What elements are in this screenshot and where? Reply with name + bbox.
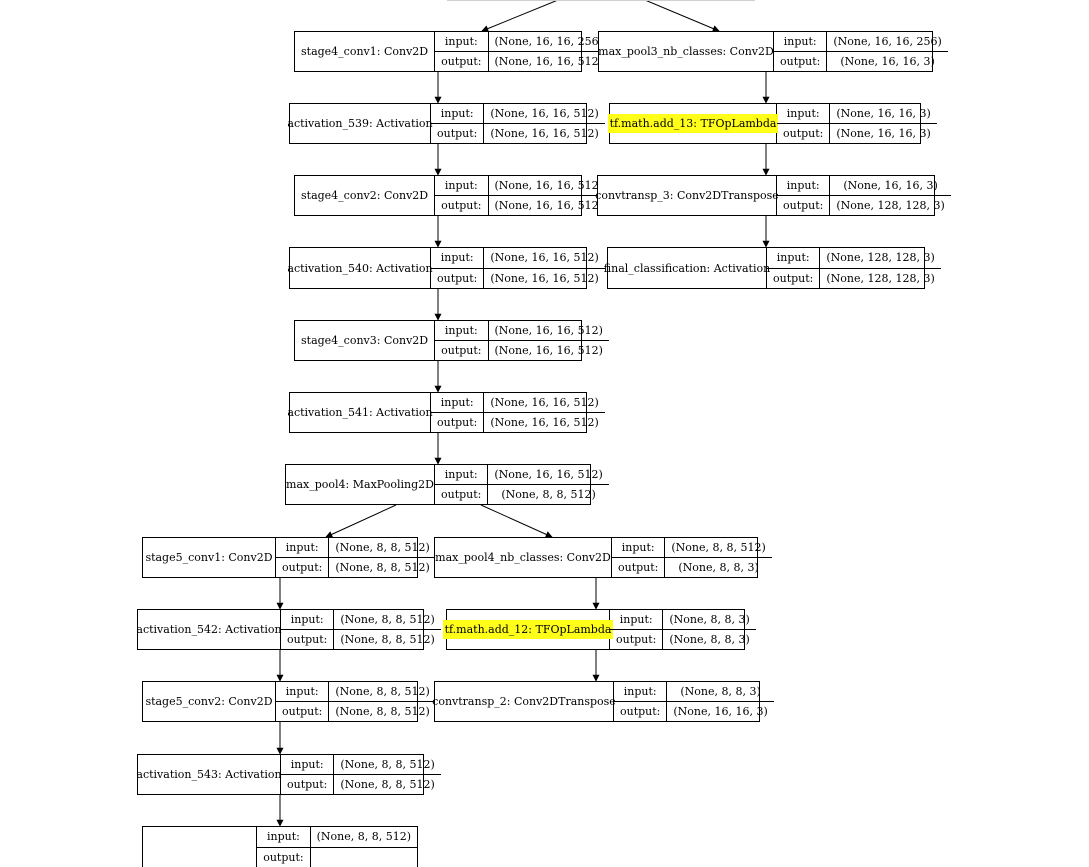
node-tf-math-add-12[interactable]: tf.math.add_12: TFOpLambda input:output:…: [442, 609, 756, 650]
node-max-pool3-nb-classes[interactable]: max_pool3_nb_classes: Conv2D input:outpu…: [598, 31, 948, 72]
shapes: (None, 128, 128, 3)(None, 128, 128, 3): [820, 248, 941, 288]
top-edge-line: [447, 0, 755, 1]
shapes: (None, 8, 8, 512)(None, 8, 8, 512): [334, 755, 441, 794]
shapes: (None, 8, 8, 3)(None, 16, 16, 3): [667, 682, 774, 721]
node-name: stage5_conv1: Conv2D: [143, 538, 276, 577]
node-stage5-conv2[interactable]: stage5_conv2: Conv2D input:output: (None…: [142, 681, 436, 722]
io-labels: input:output:: [435, 465, 489, 504]
node-name: max_pool3_nb_classes: Conv2D: [598, 32, 774, 71]
shapes: (None, 16, 16, 512)(None, 16, 16, 512): [488, 176, 609, 215]
node-name: activation_540: Activation: [287, 248, 433, 288]
node-name: tf.math.add_13: TFOpLambda: [607, 104, 779, 143]
io-labels: input:output:: [431, 104, 485, 143]
io-labels: input:output:: [435, 176, 489, 215]
shapes: (None, 16, 16, 512)(None, 16, 16, 512): [484, 104, 605, 143]
io-labels: input:output:: [777, 104, 831, 143]
node-name: [143, 827, 258, 867]
node-name: convtransp_2: Conv2DTranspose: [432, 682, 616, 721]
node-stage4-conv1[interactable]: stage4_conv1: Conv2D input:output: (None…: [294, 31, 609, 72]
node-name: final_classification: Activation: [604, 248, 770, 288]
shapes: (None, 16, 16, 256)(None, 16, 16, 3): [827, 32, 948, 71]
shapes: (None, 16, 16, 512)(None, 16, 16, 512): [488, 321, 609, 360]
shapes: (None, 8, 8, 512)(None, 8, 8, 512): [334, 610, 441, 649]
node-stage5-conv3-partial[interactable]: input:output: (None, 8, 8, 512): [142, 826, 418, 867]
io-labels: input:output:: [257, 827, 311, 867]
node-convtransp-3[interactable]: convtransp_3: Conv2DTranspose input:outp…: [595, 175, 951, 216]
shapes: (None, 16, 16, 256)(None, 16, 16, 512): [488, 32, 609, 71]
io-labels: input:output:: [767, 248, 821, 288]
node-name: stage4_conv3: Conv2D: [295, 321, 436, 360]
node-activation-540[interactable]: activation_540: Activation input:output:…: [287, 247, 605, 289]
node-activation-543[interactable]: activation_543: Activation input:output:…: [136, 754, 441, 795]
io-labels: input:output:: [774, 32, 828, 71]
node-name: tf.math.add_12: TFOpLambda: [442, 610, 614, 649]
shapes: (None, 8, 8, 512)(None, 8, 8, 3): [665, 538, 772, 577]
shapes: (None, 16, 16, 512)(None, 16, 16, 512): [484, 248, 605, 288]
shapes: (None, 8, 8, 512)(None, 8, 8, 512): [329, 682, 436, 721]
io-labels: input:output:: [281, 755, 335, 794]
io-labels: input:output:: [276, 682, 330, 721]
node-name: convtransp_3: Conv2DTranspose: [595, 176, 779, 215]
shapes: (None, 16, 16, 512)(None, 16, 16, 512): [484, 393, 605, 432]
node-name: max_pool4: MaxPooling2D: [286, 465, 435, 504]
node-name: activation_539: Activation: [287, 104, 433, 143]
io-labels: input:output:: [435, 321, 489, 360]
edge-to-stage4-conv1: [481, 0, 559, 32]
node-name: stage4_conv2: Conv2D: [295, 176, 436, 215]
node-activation-539[interactable]: activation_539: Activation input:output:…: [287, 103, 605, 144]
node-max-pool4-nb-classes[interactable]: max_pool4_nb_classes: Conv2D input:outpu…: [434, 537, 772, 578]
edge-max-pool4-max-pool4-nb-classes: [480, 504, 553, 538]
node-name: activation_543: Activation: [136, 755, 282, 794]
io-labels: input:output:: [610, 610, 664, 649]
shapes: (None, 16, 16, 512)(None, 8, 8, 512): [488, 465, 609, 504]
io-labels: input:output:: [614, 682, 668, 721]
node-name: activation_542: Activation: [136, 610, 282, 649]
node-name: stage5_conv2: Conv2D: [143, 682, 276, 721]
node-stage4-conv2[interactable]: stage4_conv2: Conv2D input:output: (None…: [294, 175, 609, 216]
node-tf-math-add-13[interactable]: tf.math.add_13: TFOpLambda input:output:…: [607, 103, 937, 144]
node-name: max_pool4_nb_classes: Conv2D: [435, 538, 612, 577]
shapes: (None, 8, 8, 3)(None, 8, 8, 3): [663, 610, 756, 649]
io-labels: input:output:: [612, 538, 666, 577]
io-labels: input:output:: [435, 32, 489, 71]
edge-max-pool4-stage5-conv1: [325, 504, 397, 538]
node-final-classification[interactable]: final_classification: Activation input:o…: [604, 247, 941, 289]
node-name: stage4_conv1: Conv2D: [295, 32, 436, 71]
io-labels: input:output:: [276, 538, 330, 577]
edge-to-max-pool3-nb-classes: [644, 0, 720, 32]
node-name: activation_541: Activation: [287, 393, 433, 432]
io-labels: input:output:: [431, 393, 485, 432]
node-max-pool4[interactable]: max_pool4: MaxPooling2D input:output: (N…: [285, 464, 609, 505]
io-labels: input:output:: [281, 610, 335, 649]
node-activation-541[interactable]: activation_541: Activation input:output:…: [287, 392, 605, 433]
io-labels: input:output:: [431, 248, 485, 288]
node-stage5-conv1[interactable]: stage5_conv1: Conv2D input:output: (None…: [142, 537, 436, 578]
shapes: (None, 8, 8, 512)(None, 8, 8, 512): [329, 538, 436, 577]
node-stage4-conv3[interactable]: stage4_conv3: Conv2D input:output: (None…: [294, 320, 609, 361]
shapes: (None, 16, 16, 3)(None, 16, 16, 3): [830, 104, 937, 143]
io-labels: input:output:: [777, 176, 831, 215]
node-convtransp-2[interactable]: convtransp_2: Conv2DTranspose input:outp…: [432, 681, 774, 722]
shapes: (None, 16, 16, 3)(None, 128, 128, 3): [830, 176, 951, 215]
shapes: (None, 8, 8, 512): [310, 827, 417, 867]
node-activation-542[interactable]: activation_542: Activation input:output:…: [136, 609, 441, 650]
